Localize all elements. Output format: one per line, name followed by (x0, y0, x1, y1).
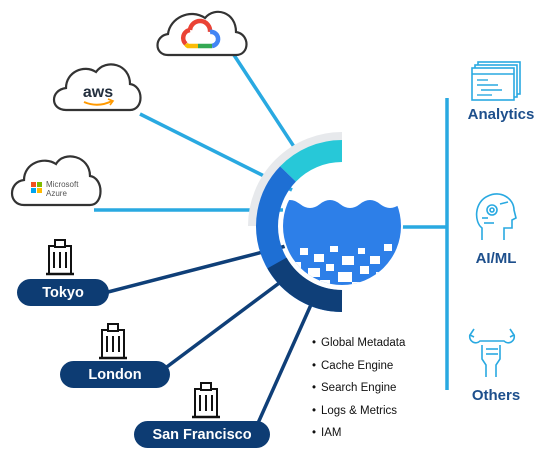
city-pill-san-francisco: San Francisco (134, 421, 270, 448)
core-hub (248, 132, 403, 312)
feature-item: •IAM (312, 427, 342, 439)
core-navy-arc (267, 257, 343, 312)
output-label-others: Others (471, 387, 521, 404)
wrench-hand-icon (468, 328, 516, 377)
feature-item: •Global Metadata (312, 337, 406, 349)
building-icon-san-francisco (192, 382, 220, 419)
cloud-outline-google (156, 10, 248, 57)
cloud-outline-aws (52, 63, 142, 112)
robot-head-icon (475, 193, 517, 240)
city-pill-london: London (60, 361, 170, 388)
connector-san-francisco (252, 297, 316, 433)
azure-provider: Microsoft Azure (10, 155, 102, 207)
feature-item: •Logs & Metrics (312, 404, 398, 417)
building-icon-london (99, 323, 127, 360)
google-cloud-logo-icon (180, 18, 221, 49)
aws-smile-icon (83, 100, 113, 106)
azure-label-line2: Azure (46, 189, 67, 198)
core-teal-arc (280, 140, 343, 182)
code-window-icon (471, 61, 521, 101)
city-pill-tokyo: Tokyo (17, 279, 109, 306)
microsoft-logo-icon (31, 182, 42, 193)
feature-list: •Global Metadata •Cache Engine •Search E… (312, 333, 405, 446)
google-cloud-provider (156, 10, 248, 57)
water-icon (283, 167, 401, 285)
building-icon-tokyo (46, 239, 74, 276)
aws-provider: aws (52, 63, 142, 112)
output-label-ai-ml: AI/ML (475, 250, 517, 267)
connector-tokyo (107, 244, 287, 294)
connector-london (158, 273, 292, 374)
aws-logo-text: aws (83, 84, 113, 101)
azure-label-line1: Microsoft (46, 180, 79, 189)
feature-item: •Search Engine (312, 382, 397, 394)
output-label-analytics: Analytics (467, 106, 535, 123)
feature-item: •Cache Engine (312, 359, 394, 372)
